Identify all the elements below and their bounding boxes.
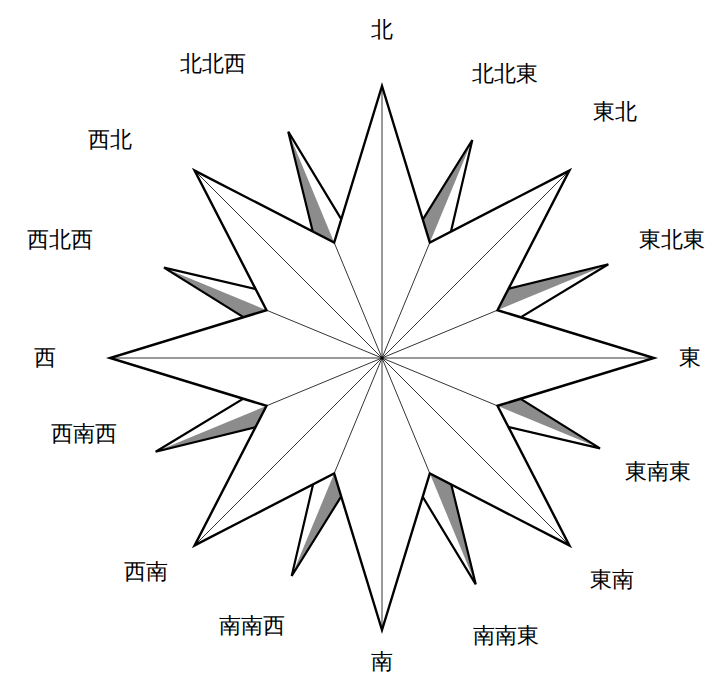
direction-label: 西北西 xyxy=(25,228,95,252)
ray-line xyxy=(382,171,569,358)
direction-label: 東南東 xyxy=(623,460,693,484)
ray-line xyxy=(382,86,383,358)
direction-label: 西南 xyxy=(122,560,170,584)
direction-label: 西北 xyxy=(86,128,134,152)
direction-label: 北 xyxy=(369,18,395,42)
ray-line xyxy=(267,358,382,406)
ray-line xyxy=(382,358,383,630)
ray-line xyxy=(382,358,654,359)
direction-label: 南 xyxy=(369,650,395,674)
ray-line xyxy=(382,358,497,406)
ray-line xyxy=(334,358,382,473)
direction-label: 南南西 xyxy=(217,614,287,638)
ray-line xyxy=(382,243,430,358)
direction-label: 西 xyxy=(32,346,58,370)
direction-label: 南南東 xyxy=(471,624,541,648)
direction-label: 東北東 xyxy=(637,228,707,252)
ray-line xyxy=(382,310,497,358)
ray-line xyxy=(334,243,382,358)
ray-line xyxy=(110,358,382,359)
direction-label: 東北 xyxy=(591,100,639,124)
main-star xyxy=(110,86,654,630)
ray-line xyxy=(195,358,382,545)
direction-label: 北北西 xyxy=(178,52,248,76)
direction-label: 北北東 xyxy=(470,62,540,86)
direction-label: 西南西 xyxy=(49,422,119,446)
ray-line xyxy=(382,358,430,473)
direction-label: 東 xyxy=(677,346,703,370)
ray-line xyxy=(195,171,382,358)
ray-line xyxy=(382,358,569,545)
ray-lines xyxy=(110,86,654,630)
direction-label: 東南 xyxy=(588,568,636,592)
ray-line xyxy=(267,310,382,358)
